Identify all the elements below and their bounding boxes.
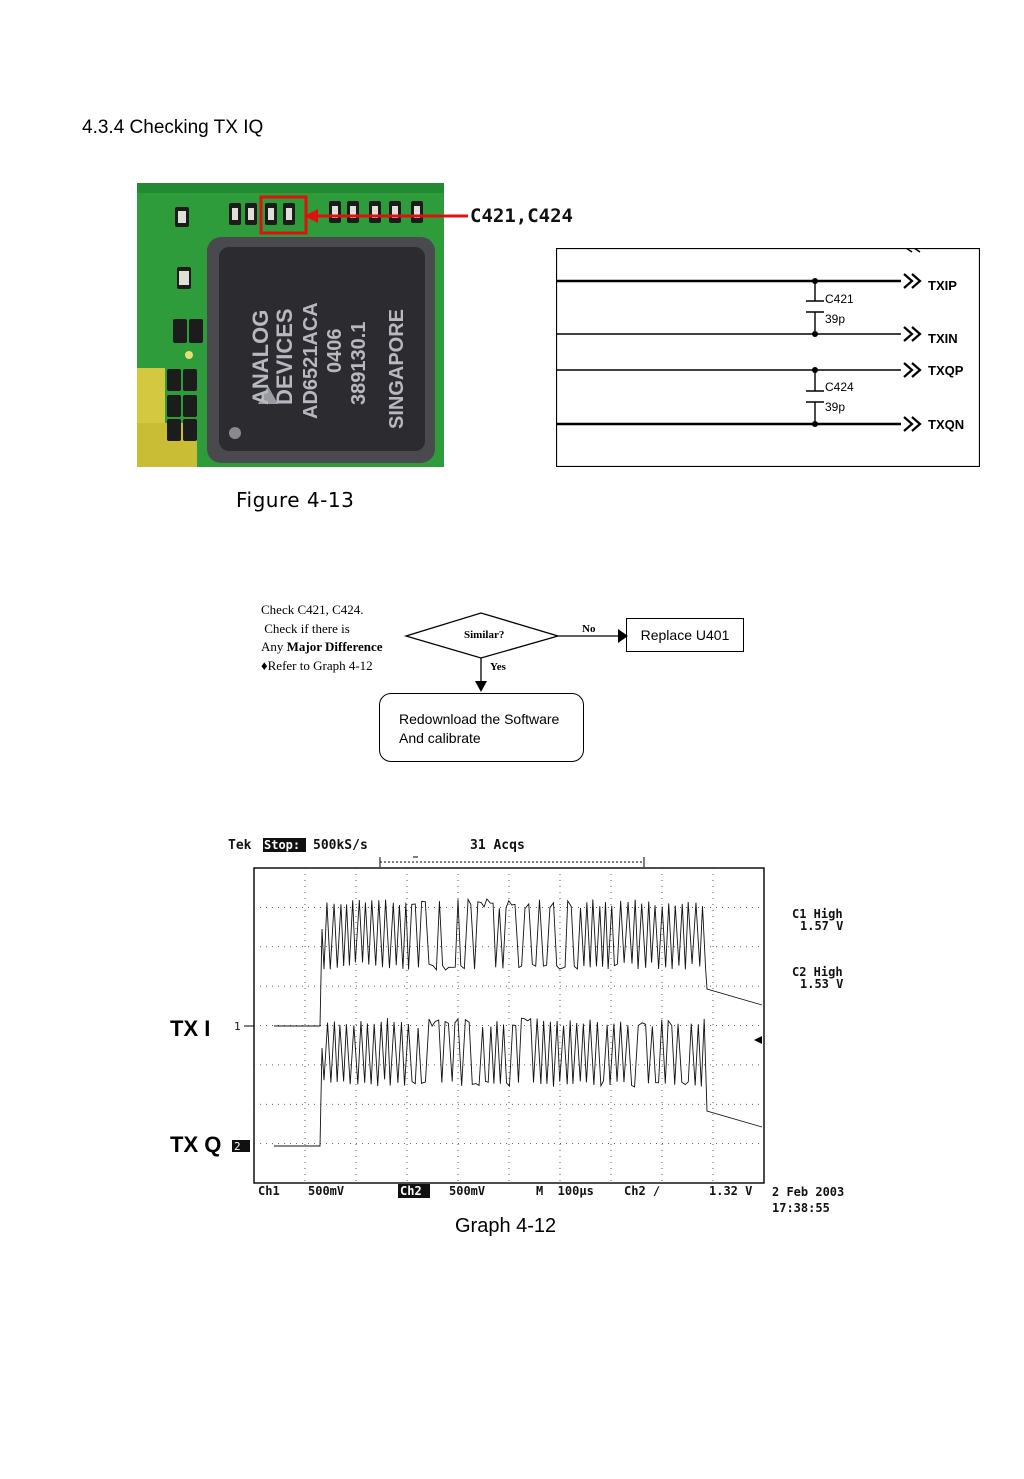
net-label: TXIN bbox=[928, 331, 958, 346]
redownload-line: Redownload the Software bbox=[399, 711, 560, 727]
scope-time: 17:38:55 bbox=[772, 1201, 830, 1215]
footer-trigger: Ch2 ∕ bbox=[624, 1184, 660, 1198]
chip-text-line: DEVICES bbox=[272, 308, 297, 405]
redownload-line: And calibrate bbox=[399, 730, 481, 746]
net-label: TXQP bbox=[928, 363, 964, 378]
flowchart-connectors bbox=[403, 612, 628, 692]
replace-u401-box: Replace U401 bbox=[626, 618, 744, 652]
footer-ch1: Ch1 bbox=[258, 1184, 280, 1198]
waveform-trace bbox=[274, 897, 763, 1027]
oscilloscope-capture: Tek Stop: 500kS/s 31 Acqs TX I TX Q 1 2 … bbox=[170, 838, 844, 1215]
figure-caption: Figure 4-13 bbox=[236, 488, 355, 512]
graph-caption: Graph 4-12 bbox=[455, 1215, 557, 1237]
cap-ref: C421 bbox=[825, 292, 854, 306]
chip-text-line: AD6521ACA bbox=[300, 302, 322, 419]
c2-high-value: 1.53 V bbox=[800, 977, 843, 991]
cap-value: 39p bbox=[825, 312, 845, 326]
chip-text-line: 389130.1 bbox=[348, 322, 370, 405]
no-label: No bbox=[582, 623, 596, 635]
callout-label: C421,C424 bbox=[470, 205, 573, 227]
decision-label: Similar? bbox=[464, 629, 505, 641]
waveform-trace bbox=[274, 1017, 763, 1147]
scope-acqs: 31 Acqs bbox=[470, 838, 525, 853]
check-line: Check if there is bbox=[261, 620, 350, 636]
check-line: Check C421, C424. bbox=[261, 602, 364, 617]
footer-ch2-scale: 500mV bbox=[449, 1184, 485, 1198]
section-title: 4.3.4 Checking TX IQ bbox=[82, 117, 264, 138]
net-label: TXIP bbox=[928, 278, 957, 293]
scope-date: 2 Feb 2003 bbox=[772, 1185, 844, 1199]
net-label: TXQN bbox=[928, 417, 964, 432]
ch1-marker: 1 bbox=[234, 1020, 241, 1033]
scope-tek: Tek bbox=[228, 838, 252, 853]
trace-label-tx-i: TX I bbox=[170, 1016, 210, 1041]
cap-value: 39p bbox=[825, 400, 845, 414]
yes-label: Yes bbox=[490, 661, 506, 673]
c2-high-label: C2 High bbox=[792, 965, 843, 979]
scope-rate: 500kS/s bbox=[313, 838, 368, 853]
schematic-diagram: C421 39p C424 39p TXIP TXIN TXQP TXQN bbox=[556, 248, 980, 467]
c1-high-label: C1 High bbox=[792, 907, 843, 921]
check-line: ♦Refer to Graph 4-12 bbox=[261, 657, 373, 673]
callout-arrow bbox=[304, 209, 468, 223]
check-instructions: Check C421, C424. Check if there is Any … bbox=[261, 601, 383, 675]
chip-text-line: 0406 bbox=[324, 329, 346, 374]
chip-text-line: SINGAPORE bbox=[386, 309, 408, 429]
footer-ch2: Ch2 bbox=[400, 1184, 422, 1198]
c1-high-value: 1.57 V bbox=[800, 919, 843, 933]
ch2-marker: 2 bbox=[234, 1140, 241, 1153]
check-line: Any Major Difference bbox=[261, 639, 383, 654]
chip-text-line: ANALOG bbox=[248, 310, 273, 405]
cap-ref: C424 bbox=[825, 380, 854, 394]
footer-ch1-scale: 500mV bbox=[308, 1184, 344, 1198]
trace-label-tx-q: TX Q bbox=[170, 1132, 221, 1157]
redownload-box: Redownload the Software And calibrate bbox=[379, 693, 584, 762]
scope-stop: Stop: bbox=[264, 838, 300, 852]
pcb-photo: ANALOG DEVICES AD6521ACA 0406 389130.1 S… bbox=[137, 183, 444, 467]
footer-time: M 100µs bbox=[536, 1184, 594, 1198]
footer-level: 1.32 V bbox=[709, 1184, 752, 1198]
